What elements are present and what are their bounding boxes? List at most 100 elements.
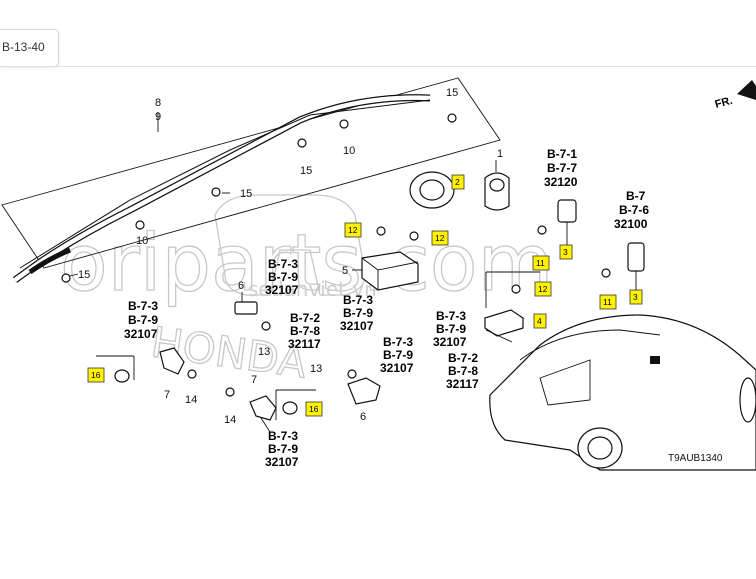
svg-text:12: 12	[435, 233, 445, 243]
svg-text:3: 3	[633, 292, 638, 302]
header-divider	[0, 66, 756, 67]
vehicle-silhouette	[489, 314, 756, 471]
svg-text:32107: 32107	[433, 335, 467, 349]
callout-15a: 15	[446, 87, 458, 99]
page-tab-label: B-13-40	[2, 40, 45, 54]
o-rings	[114, 369, 298, 415]
part-box-12a[interactable]: 12	[344, 222, 362, 238]
svg-text:16: 16	[309, 404, 319, 414]
callout-8: 8	[155, 97, 161, 109]
svg-text:32100: 32100	[614, 217, 648, 231]
svg-text:12: 12	[348, 225, 358, 235]
ref-b-7-3-left[interactable]: B-7-3 B-7-9 32107	[124, 299, 158, 341]
diagram-code: T9AUB1340	[668, 453, 723, 464]
svg-text:32117: 32117	[446, 377, 479, 391]
callout-13a: 13	[258, 346, 270, 358]
svg-text:B-7-3: B-7-3	[436, 309, 466, 323]
part-box-12c[interactable]: 12	[534, 281, 552, 297]
watermark-sub: sedanviet.vn	[248, 277, 377, 301]
part-box-16a[interactable]: 16	[87, 367, 105, 383]
part-box-4[interactable]: 4	[533, 313, 547, 329]
svg-text:B-7-9: B-7-9	[268, 442, 298, 456]
ref-b-7-2-right[interactable]: B-7-2 B-7-8 32117	[446, 351, 479, 391]
sensor-7-left	[96, 347, 197, 380]
svg-text:32107: 32107	[340, 319, 374, 333]
ref-b-7-1[interactable]: B-7-1 B-7-7 32120	[544, 147, 578, 189]
svg-text:B-7-9: B-7-9	[343, 306, 373, 320]
part-box-2[interactable]: 2	[451, 174, 465, 190]
svg-text:32117: 32117	[288, 337, 321, 351]
svg-text:B-7-2: B-7-2	[448, 351, 478, 365]
ref-b-7-3-mid[interactable]: B-7-3 B-7-9 32107	[340, 293, 374, 333]
svg-text:B-7-2: B-7-2	[290, 311, 320, 325]
watermark-main: oriparts.com	[60, 219, 553, 309]
callout-6b: 6	[360, 411, 366, 423]
ref-b-7-3-bottom[interactable]: B-7-3 B-7-9 32107	[265, 429, 299, 469]
callout-9: 9	[155, 111, 161, 123]
srs-unit	[352, 226, 419, 291]
ref-b-7[interactable]: B-7 B-7-6 32100	[614, 189, 649, 231]
page-tab[interactable]: B-13-40	[0, 29, 59, 67]
callout-10a: 10	[343, 145, 355, 157]
svg-text:B-7-8: B-7-8	[448, 364, 478, 378]
front-direction-indicator: FR.	[714, 80, 756, 111]
callout-6a: 6	[238, 280, 244, 292]
side-sensor-front	[537, 199, 577, 245]
ref-b-7-3-center[interactable]: B-7-3 B-7-9 32107	[380, 335, 414, 375]
svg-text:B-7-3: B-7-3	[128, 299, 158, 313]
svg-text:B-7-1: B-7-1	[547, 147, 577, 161]
svg-text:12: 12	[538, 284, 548, 294]
fr-label: FR.	[714, 95, 734, 111]
svg-text:4: 4	[537, 316, 542, 326]
impact-sensor-4	[483, 271, 540, 343]
svg-text:B-7-9: B-7-9	[436, 322, 466, 336]
svg-text:B-7-9: B-7-9	[128, 313, 158, 327]
svg-text:B-7-3: B-7-3	[268, 257, 298, 271]
arrow-icon	[737, 80, 756, 100]
part-box-11b[interactable]: 11	[599, 294, 617, 310]
part-box-16b[interactable]: 16	[305, 401, 323, 417]
svg-text:B-7-8: B-7-8	[290, 324, 320, 338]
svg-text:32107: 32107	[265, 283, 299, 297]
part-box-12b[interactable]: 12	[431, 230, 449, 246]
curtain-airbag-assembly	[1, 77, 501, 283]
ref-b-7-3-top[interactable]: B-7-3 B-7-9 32107	[265, 257, 299, 297]
part-box-11a[interactable]: 11	[532, 255, 550, 271]
sensor-6-left	[234, 292, 271, 331]
svg-text:11: 11	[536, 258, 545, 268]
callout-15c: 15	[300, 165, 312, 177]
callouts: 1 5 6 6 7 7 8 9 10 10 13 13 14 14 15 15 …	[78, 87, 503, 426]
svg-text:B-7-3: B-7-3	[383, 335, 413, 349]
svg-text:B-7-9: B-7-9	[383, 348, 413, 362]
callout-10b: 10	[136, 235, 148, 247]
callout-1: 1	[497, 148, 503, 160]
callout-13b: 13	[310, 363, 322, 375]
svg-text:11: 11	[603, 297, 612, 307]
callout-14b: 14	[224, 414, 236, 426]
svg-text:16: 16	[91, 370, 101, 380]
callout-7b: 7	[251, 374, 257, 386]
ref-b-7-2-left[interactable]: B-7-2 B-7-8 32117	[288, 311, 321, 351]
sensor-6-right	[347, 369, 381, 405]
svg-text:B-7: B-7	[626, 189, 646, 203]
svg-text:B-7-6: B-7-6	[619, 203, 649, 217]
svg-text:32107: 32107	[265, 455, 299, 469]
callout-5: 5	[342, 265, 348, 277]
svg-text:B-7-7: B-7-7	[547, 161, 577, 175]
svg-text:32120: 32120	[544, 175, 578, 189]
part-box-3a[interactable]: 3	[559, 244, 573, 260]
part-box-3b[interactable]: 3	[629, 289, 643, 305]
callout-15d: 15	[78, 269, 90, 281]
svg-text:2: 2	[455, 177, 460, 187]
svg-text:32107: 32107	[380, 361, 414, 375]
callout-7a: 7	[164, 389, 170, 401]
side-sensor-rear	[601, 242, 645, 290]
ref-b-7-3-right[interactable]: B-7-3 B-7-9 32107	[433, 309, 467, 349]
sensor-7-center	[225, 387, 316, 433]
svg-text:B-7-9: B-7-9	[268, 270, 298, 284]
svg-text:32107: 32107	[124, 327, 158, 341]
svg-text:3: 3	[563, 247, 568, 257]
callout-14a: 14	[185, 394, 197, 406]
clock-spring	[409, 160, 510, 211]
